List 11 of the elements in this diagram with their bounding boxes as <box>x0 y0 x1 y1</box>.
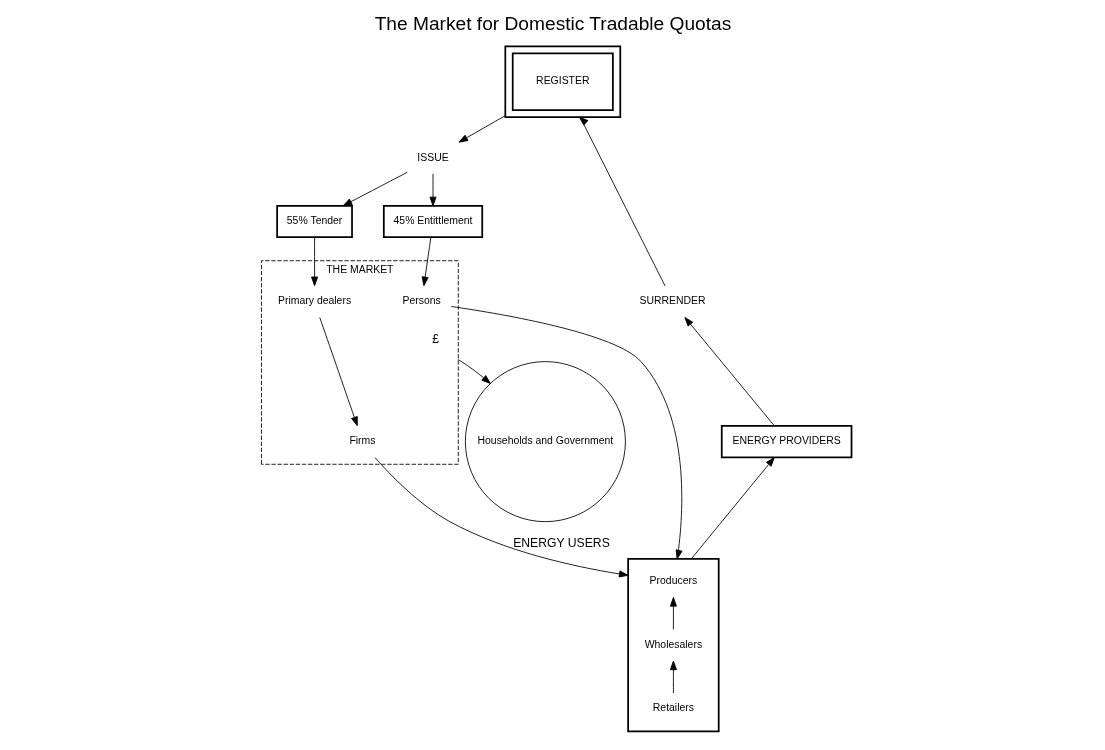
diagram-title: The Market for Domestic Tradable Quotas <box>374 13 731 35</box>
edge-label: ENERGY USERS <box>512 535 610 550</box>
node-text: ISSUE <box>416 151 449 163</box>
node-text: Retailers <box>652 702 694 714</box>
node-text: Persons <box>402 295 441 307</box>
edge-label: £ <box>431 331 439 346</box>
node-text: Wholesalers <box>644 638 702 650</box>
node-text: Producers <box>649 575 697 587</box>
node-text: SURRENDER <box>638 295 706 307</box>
node-text: Firms <box>348 435 376 447</box>
node-text: Primary dealers <box>277 295 351 307</box>
